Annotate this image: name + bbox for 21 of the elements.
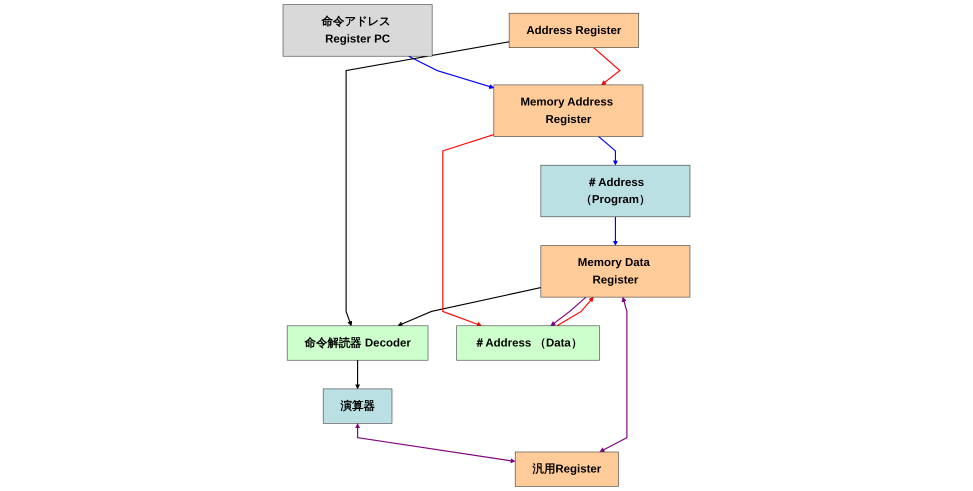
arrow xyxy=(355,423,516,464)
arrow xyxy=(550,296,586,326)
node-box: ＃Address（Program） xyxy=(540,164,690,218)
node-box: 命令アドレス Register PC xyxy=(282,4,432,56)
node-box: 演算器 xyxy=(322,388,392,424)
arrow xyxy=(346,41,510,326)
arrow xyxy=(442,134,494,327)
node-box: 命令解読器 Decoder xyxy=(286,326,428,360)
node-box: Memory Data Register xyxy=(540,245,690,298)
arrow xyxy=(556,296,594,326)
arrow xyxy=(612,216,618,246)
node-box: ＃Address （Data） xyxy=(456,326,600,360)
arrow xyxy=(408,56,494,89)
node-box: Address Register xyxy=(508,12,639,48)
arrow xyxy=(600,296,628,452)
node-box: Memory Address Register xyxy=(494,84,644,137)
arrow xyxy=(593,47,621,86)
arrow xyxy=(355,360,360,390)
node-box: 汎用Register xyxy=(514,452,619,487)
arrow xyxy=(598,136,618,166)
arrow xyxy=(398,287,541,326)
